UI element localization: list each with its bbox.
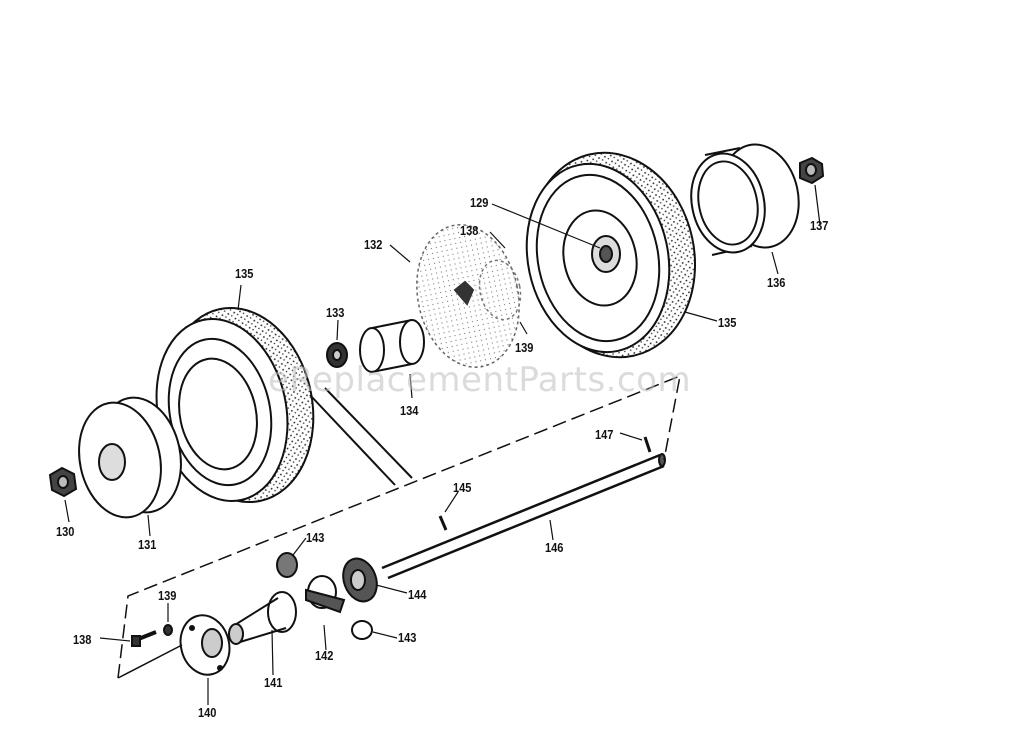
assembly-lines	[117, 374, 681, 679]
part-label-133: 133	[326, 305, 345, 320]
bolt-138	[131, 630, 157, 647]
hub-131	[78, 396, 182, 519]
part-label-144: 144	[408, 587, 427, 602]
lock-washer-139	[163, 624, 173, 636]
part-label-137: 137	[810, 218, 829, 233]
flange-140	[179, 614, 231, 676]
part-label-131: 131	[138, 537, 157, 552]
part-label-139-top: 139	[515, 340, 534, 355]
left-wheel-135	[155, 306, 315, 504]
part-label-142: 142	[315, 648, 334, 663]
washer-133	[326, 342, 348, 368]
gear-144	[342, 557, 378, 603]
bearing-143-upper	[276, 552, 298, 578]
pin-145	[438, 515, 448, 531]
watermark-text: eReplacementParts.com	[268, 360, 692, 400]
part-label-146: 146	[545, 540, 564, 555]
part-label-130: 130	[56, 524, 75, 539]
part-label-140: 140	[198, 705, 217, 720]
part-label-134: 134	[400, 403, 419, 418]
part-label-141: 141	[264, 675, 283, 690]
shaft-141	[228, 591, 297, 645]
part-label-129: 129	[470, 195, 489, 210]
part-label-136: 136	[767, 275, 786, 290]
part-label-143-lower: 143	[398, 630, 417, 645]
right-wheel-135	[525, 151, 697, 359]
part-label-138: 138	[73, 632, 92, 647]
coupling-142	[305, 575, 346, 614]
hub-rim-136	[690, 143, 800, 256]
gear-132	[416, 224, 522, 368]
bearing-143-lower	[351, 620, 373, 640]
axle-bar	[309, 387, 413, 486]
part-label-130-top: 138	[460, 223, 479, 238]
nut-137	[799, 156, 825, 185]
nut-130	[48, 466, 78, 498]
axle-shaft-146	[381, 453, 666, 580]
part-label-139: 139	[158, 588, 177, 603]
spacer-134	[359, 319, 425, 373]
part-label-147: 147	[595, 427, 614, 442]
part-label-132: 132	[364, 237, 383, 252]
part-label-135-left: 135	[235, 266, 254, 281]
leader-lines	[64, 184, 821, 705]
part-label-135-right: 135	[718, 315, 737, 330]
part-label-145: 145	[453, 480, 472, 495]
pin-147	[643, 436, 652, 453]
part-label-143-upper: 143	[306, 530, 325, 545]
